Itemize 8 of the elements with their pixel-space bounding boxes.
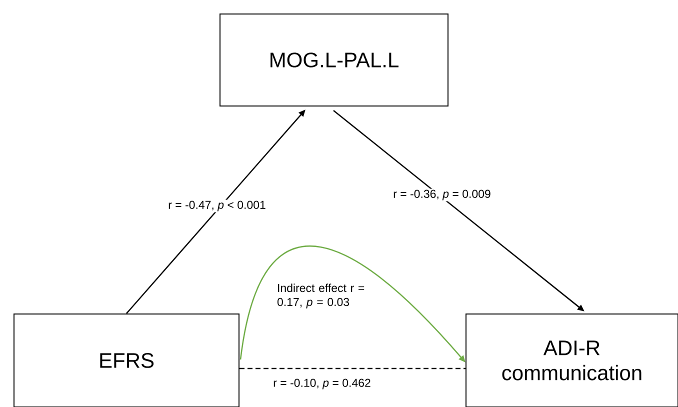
edge-label: r = -0.47, p < 0.001 <box>167 200 267 212</box>
edge-label: r = -0.10, p = 0.462 <box>272 378 372 390</box>
box: EFRS <box>14 314 240 407</box>
edge-label: r = -0.36, p = 0.009 <box>392 188 492 202</box>
box: ADI-R communication <box>466 314 678 407</box>
box: MOG.L-PAL.L <box>220 14 448 106</box>
dashed-line <box>240 368 466 370</box>
edge-label: Indirect effect r = 0.17, p = 0.03 <box>276 282 368 310</box>
